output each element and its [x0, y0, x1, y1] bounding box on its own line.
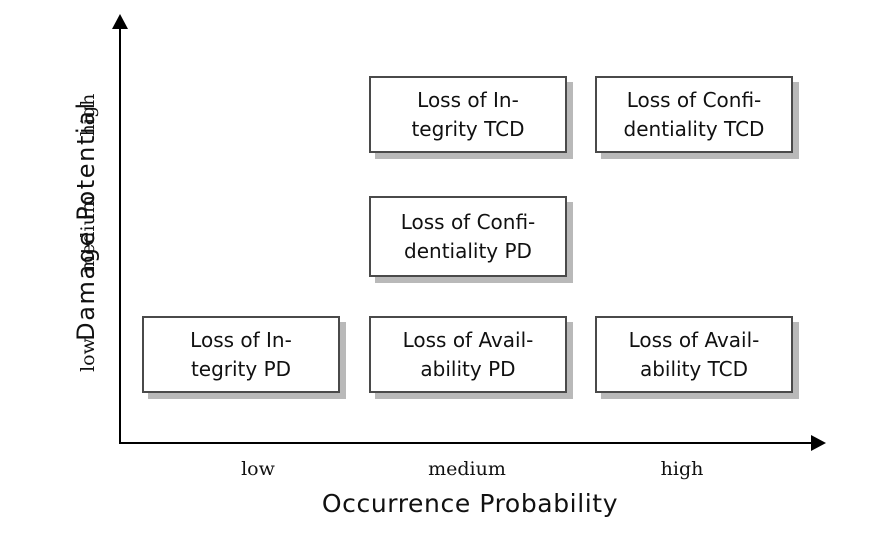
y-axis-tick-low: low: [77, 338, 99, 372]
risk-cell-medium-low[interactable]: Loss of Avail- ability PD: [369, 316, 567, 393]
y-axis-tick-medium: medium: [77, 195, 99, 273]
risk-cell-label: Loss of In- tegrity TCD: [411, 88, 525, 141]
y-axis-arrowhead-icon: [112, 14, 128, 29]
risk-cell-high-low[interactable]: Loss of Avail- ability TCD: [595, 316, 793, 393]
x-axis-tick-high: high: [660, 458, 704, 480]
risk-cell-high-high[interactable]: Loss of Confi- dentiality TCD: [595, 76, 793, 153]
y-axis-tick-high: high: [77, 93, 99, 137]
x-axis-line: [119, 442, 819, 444]
y-axis-line: [119, 22, 121, 444]
risk-cell-label: Loss of Avail- ability PD: [402, 328, 534, 381]
risk-cell-label: Loss of Confi- dentiality PD: [400, 210, 536, 263]
x-axis-title: Occurrence Probability: [321, 489, 619, 518]
x-axis-tick-medium: medium: [428, 458, 506, 480]
risk-cell-medium-high[interactable]: Loss of In- tegrity TCD: [369, 76, 567, 153]
risk-cell-label: Loss of Avail- ability TCD: [628, 328, 760, 381]
risk-cell-label: Loss of In- tegrity PD: [190, 328, 292, 381]
x-axis-tick-low: low: [241, 458, 275, 480]
x-axis-arrowhead-icon: [811, 435, 826, 451]
risk-cell-label: Loss of Confi- dentiality TCD: [623, 88, 765, 141]
risk-cell-low-low[interactable]: Loss of In- tegrity PD: [142, 316, 340, 393]
risk-cell-medium-medium[interactable]: Loss of Confi- dentiality PD: [369, 196, 567, 277]
